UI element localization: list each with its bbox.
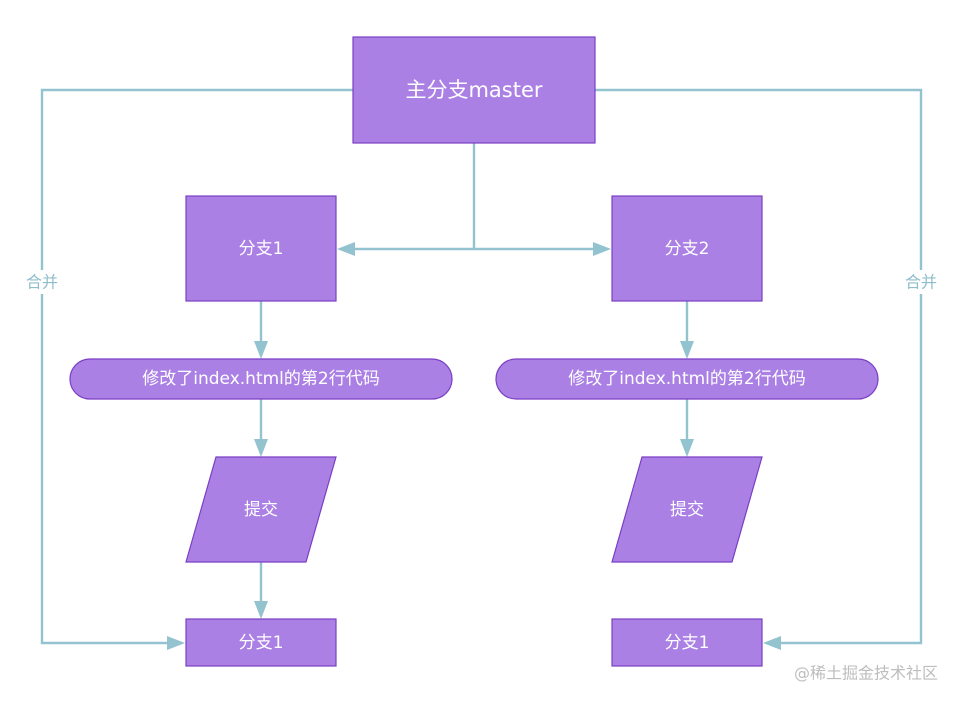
arrow-modify-left: [254, 341, 268, 359]
branch2-label: 分支2: [665, 239, 710, 259]
merge-left-label: 合并: [26, 273, 58, 292]
merge-right-label-bg: [899, 270, 943, 294]
bottom-right-label: 分支1: [665, 633, 710, 653]
arrow-commit-left: [254, 439, 268, 457]
bottom-left-node: [185, 618, 337, 667]
edge-merge-right: [595, 88, 923, 645]
bottom-right-node: [611, 618, 763, 667]
arrow-branch2: [593, 242, 611, 256]
commit-left-node: [185, 456, 337, 563]
merge-right-label: 合并: [905, 273, 937, 292]
watermark-text: @稀土掘金技术社区: [794, 664, 938, 683]
edge-merge-left: [40, 88, 353, 645]
modify-left-node: [69, 358, 453, 400]
arrow-merge-left: [167, 636, 185, 650]
arrow-merge-right: [763, 636, 781, 650]
merge-left-label-bg: [20, 270, 64, 294]
modify-right-label: 修改了index.html的第2行代码: [568, 369, 805, 389]
master-node: [352, 36, 596, 144]
commit-left-label: 提交: [244, 500, 278, 520]
commit-right-node: [611, 456, 763, 563]
modify-left-label: 修改了index.html的第2行代码: [142, 369, 379, 389]
arrow-branch1: [337, 242, 355, 256]
branch1-label: 分支1: [239, 239, 284, 259]
modify-right-node: [495, 358, 879, 400]
arrow-bottom-left: [254, 601, 268, 619]
arrow-commit-right: [680, 439, 694, 457]
master-label: 主分支master: [405, 78, 542, 102]
branch1-node: [185, 195, 337, 302]
commit-right-label: 提交: [670, 500, 704, 520]
branch2-node: [611, 195, 763, 302]
bottom-left-label: 分支1: [239, 633, 284, 653]
arrow-modify-right: [680, 341, 694, 359]
